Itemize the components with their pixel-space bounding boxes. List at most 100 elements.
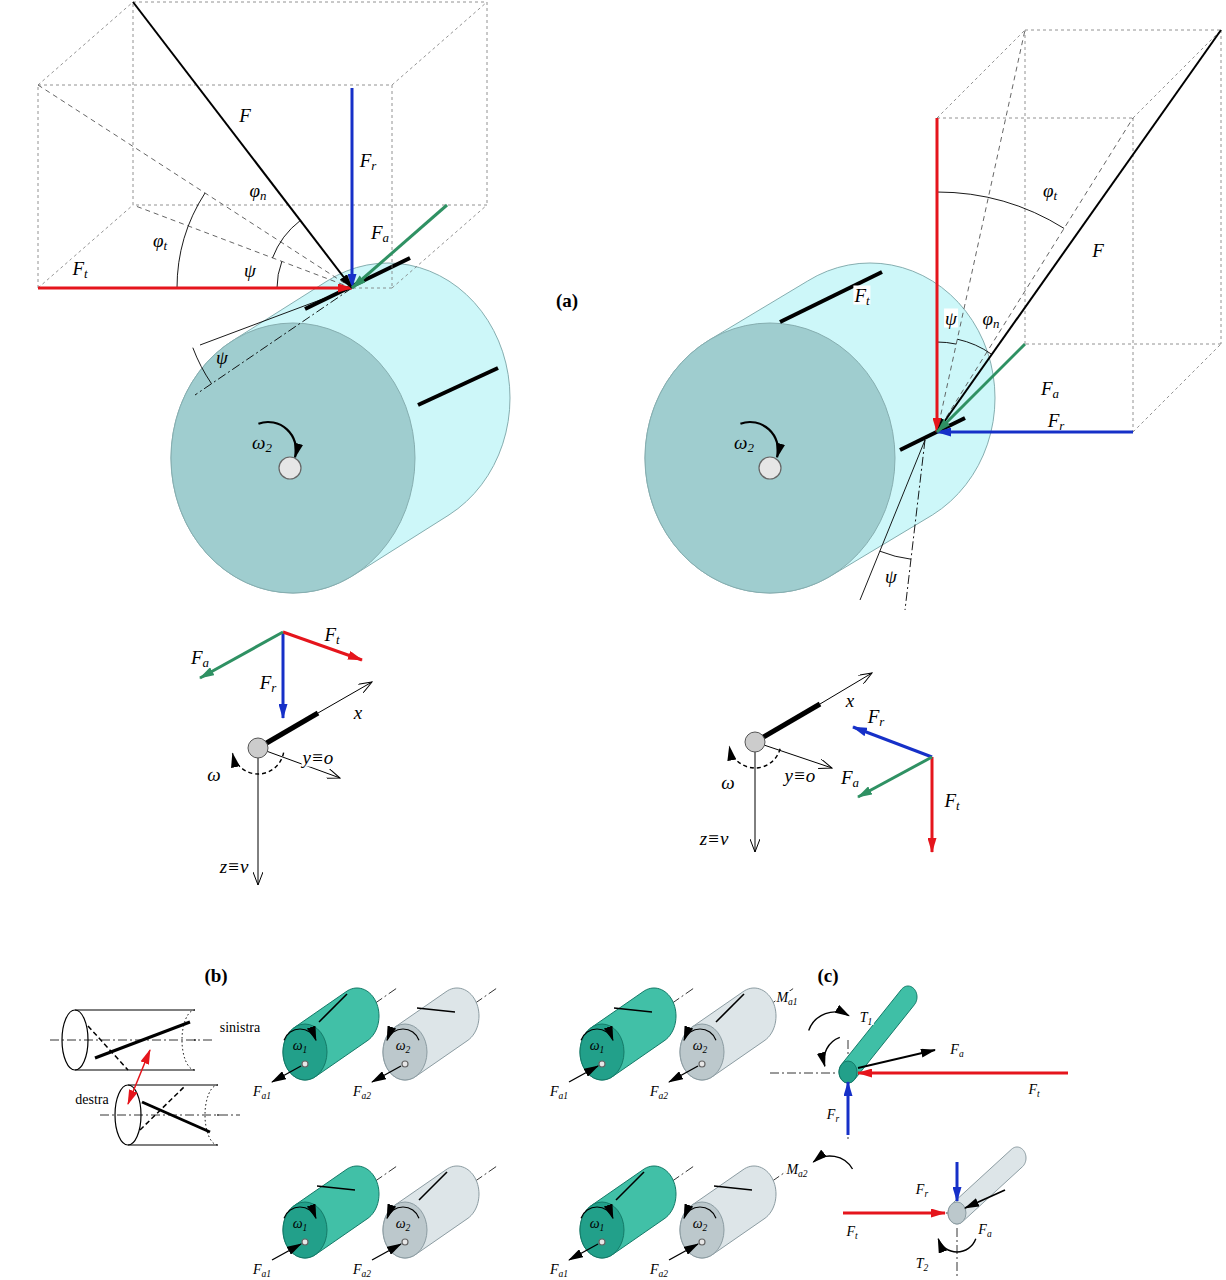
shaft-hole (759, 457, 781, 479)
symbol-label: Fr (359, 151, 378, 170)
tooth-line (319, 994, 347, 1022)
tooth-line (95, 1022, 190, 1058)
shaft-section (745, 732, 765, 752)
symbol-main: ω (590, 1038, 600, 1053)
tooth-line-hidden (88, 1026, 128, 1070)
axial-force (669, 1244, 698, 1260)
symbol-label: (c) (816, 966, 839, 985)
radial-force (351, 88, 354, 288)
symbol-label: ψ (884, 567, 898, 586)
symbol-label: ω1 (292, 1217, 309, 1231)
tooth-line (614, 1008, 652, 1012)
symbol-subscript: n (993, 316, 999, 331)
symbol-subscript: 1 (600, 1045, 605, 1055)
symbol-subscript: t (1037, 1089, 1040, 1099)
shaft-hole (402, 1061, 408, 1067)
symbol-main: F (950, 1042, 959, 1057)
radial-force (847, 1082, 850, 1135)
axial-force (569, 1066, 598, 1082)
radial-force (853, 727, 932, 757)
symbol-label: x (353, 703, 363, 722)
symbol-label: ω1 (589, 1039, 606, 1053)
construction-box-edge (392, 85, 393, 288)
symbol-label: ω2 (733, 433, 755, 452)
symbol-subscript: 2 (703, 1223, 708, 1233)
symbol-subscript: a (959, 1049, 964, 1059)
bending-moment-arrow (809, 1012, 849, 1030)
z-axis (755, 742, 756, 852)
symbol-subscript: t (84, 266, 88, 281)
pinion-side (283, 988, 379, 1080)
tangential-force (38, 287, 352, 290)
symbol-subscript: a1 (788, 997, 798, 1007)
construction-box-edge (133, 205, 487, 206)
symbol-main: F (324, 624, 336, 645)
radial-force (937, 431, 1133, 434)
symbol-subscript: a2 (659, 1269, 669, 1279)
shaft-hole (699, 1239, 705, 1245)
symbol-label: φn (982, 309, 1001, 328)
symbol-main: F (371, 222, 383, 243)
symbol-subscript: 1 (303, 1045, 308, 1055)
symbol-subscript: t (1053, 188, 1057, 203)
symbol-label: T1 (859, 1011, 874, 1025)
symbol-main: ω (252, 432, 265, 453)
symbol-label: Fa (977, 1223, 992, 1237)
symbol-label: Ma2 (785, 1163, 808, 1177)
symbol-subscript: t (866, 293, 870, 308)
symbol-label: Fa1 (252, 1263, 272, 1277)
cylinder-outline (128, 1084, 218, 1085)
symbol-label: Fa2 (352, 1085, 372, 1099)
resultant-force (133, 2, 352, 288)
symbol-main: F (353, 1084, 362, 1099)
symbol-label: ψ (215, 348, 229, 367)
symbol-subscript: 2 (406, 1223, 411, 1233)
construction-box-edge (38, 205, 133, 288)
gear-side (383, 1166, 479, 1258)
symbol-subscript: a (853, 775, 859, 790)
symbol-subscript: 2 (265, 440, 271, 455)
shaft-side (839, 986, 917, 1083)
symbol-label: Ft (943, 791, 960, 810)
symbol-label: z≡v (699, 829, 730, 848)
symbol-label: y≡o (302, 748, 335, 767)
symbol-main: φ (250, 180, 261, 201)
symbol-main: F (868, 706, 880, 727)
symbol-label: Fa1 (549, 1085, 569, 1099)
symbol-main: ω (396, 1038, 406, 1053)
axial-force (937, 344, 1025, 432)
symbol-label: (b) (203, 966, 228, 985)
axis-parallel-line (905, 440, 925, 610)
symbol-subscript: a2 (362, 1269, 372, 1279)
axial-force (352, 205, 447, 288)
axis-line (770, 1073, 838, 1074)
shaft-face (839, 1061, 857, 1083)
pinion-side (283, 1166, 379, 1258)
cylinder-outline (75, 1069, 195, 1070)
tooth-line (317, 1186, 355, 1190)
symbol-label: φt (152, 231, 168, 250)
symbol-subscript: a (203, 655, 209, 670)
symbol-main: F (944, 790, 956, 811)
symbol-label: Ma1 (775, 991, 798, 1005)
axial-force (272, 1066, 301, 1082)
construction-box-edge (1133, 344, 1221, 432)
angle-arc (177, 193, 205, 288)
symbol-subscript: a2 (659, 1091, 669, 1101)
symbol-label: destra (74, 1093, 109, 1107)
construction-box-edge (38, 2, 133, 85)
construction-box-edge (392, 205, 487, 288)
tooth-line (142, 1102, 210, 1132)
symbol-label: ω2 (395, 1039, 412, 1053)
symbol-subscript: a (1053, 386, 1059, 401)
symbol-label: (a) (555, 291, 579, 310)
projection-line (937, 118, 1133, 432)
symbol-subscript: 1 (600, 1223, 605, 1233)
symbol-label: ω1 (292, 1039, 309, 1053)
angle-arc (937, 342, 956, 344)
symbol-label: T2 (915, 1257, 930, 1271)
gear-face (171, 323, 415, 593)
tangential-force (843, 1212, 945, 1215)
symbol-subscript: a (383, 230, 389, 245)
symbol-label: ψ (944, 309, 958, 328)
